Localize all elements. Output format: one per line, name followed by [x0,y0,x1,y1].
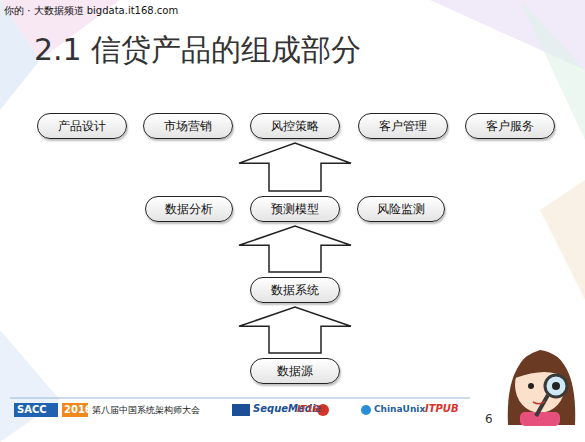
watermark: 你的 · 大数据频道 bigdata.it168.com [4,4,178,18]
box-text: 风控策略 [271,118,319,135]
box-text: 数据源 [277,363,313,380]
pill-box: 数据源 [250,358,340,384]
block-arrow [239,226,351,272]
box-text: 风险监测 [377,201,425,218]
pill-box: 预测模型 [250,196,340,222]
box-text: 数据分析 [165,201,213,218]
box-text: 预测模型 [271,201,319,218]
block-arrow [239,307,351,353]
event-name: 第八届中国系统架构师大会 [92,404,200,417]
box-text: 数据系统 [271,282,319,299]
pill-box: 客户服务 [465,113,555,139]
event-year: 2016 [64,404,92,415]
pill-box: 客户管理 [358,113,448,139]
slide-title: 2.1 信贷产品的组成部分 [34,30,361,71]
pill-box: 数据系统 [250,277,340,303]
box-text: 客户管理 [379,118,427,135]
sponsor-logo: ITPUB [425,403,459,414]
box-text: 客户服务 [486,118,534,135]
block-arrow [239,143,351,191]
sponsor-logo: ChinaUnix [374,404,425,414]
pill-box: 产品设计 [37,113,127,139]
pill-box: 风控策略 [250,113,340,139]
cartoon-girl [508,350,575,426]
box-text: 市场营销 [164,118,212,135]
box-text: 产品设计 [58,118,106,135]
sponsor-logo: IT168 [297,404,325,414]
page-number: 6 [485,412,493,426]
event-logo: SACC [17,404,47,415]
pill-box: 风险监测 [357,196,445,222]
pill-box: 市场营销 [143,113,233,139]
pill-box: 数据分析 [145,196,233,222]
